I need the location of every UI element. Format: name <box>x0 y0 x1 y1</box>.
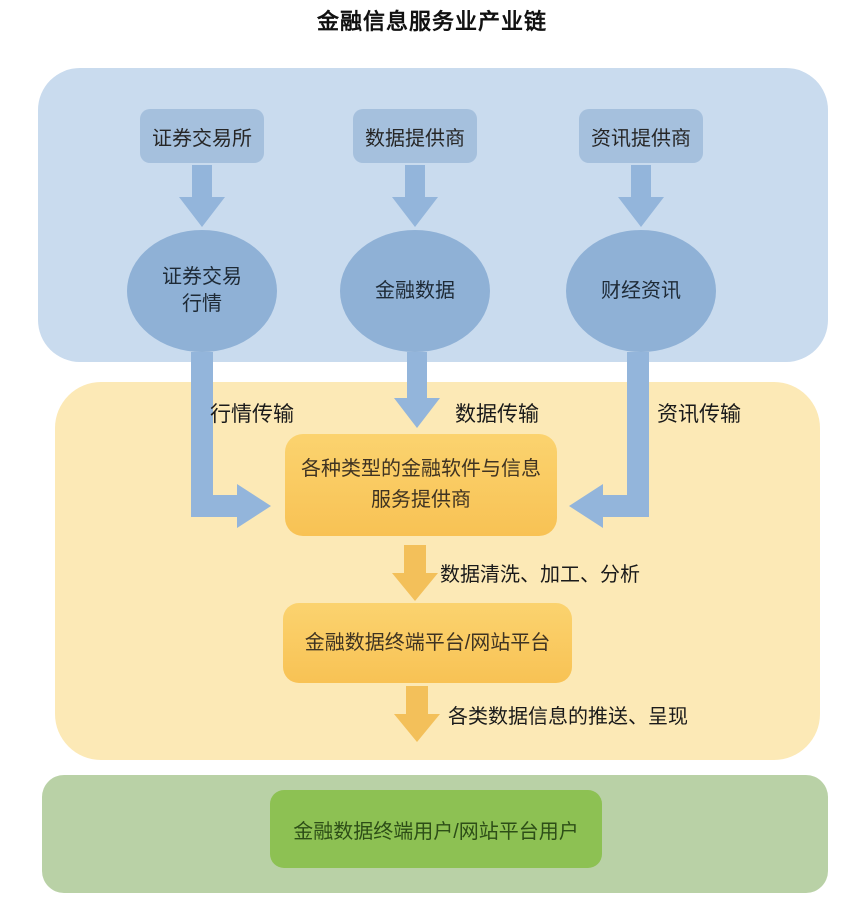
source-box-news-provider-label: 资讯提供商 <box>591 127 691 150</box>
down-arrow-icon <box>618 165 664 227</box>
process-label: 数据清洗、加工、分析 <box>440 564 640 586</box>
flow-label-quotes: 行情传输 <box>210 403 294 426</box>
flow-label-data: 数据传输 <box>455 403 539 426</box>
platform-box: 金融数据终端平台/网站平台 <box>283 603 572 683</box>
user-box: 金融数据终端用户/网站平台用户 <box>270 790 602 868</box>
platform-box-label: 金融数据终端平台/网站平台 <box>304 631 551 654</box>
output-ellipse-financial-data-label: 金融数据 <box>375 279 455 302</box>
flow-arrow-news-icon <box>569 352 649 528</box>
source-box-exchange: 证券交易所 <box>140 109 264 163</box>
flow-arrow-data-icon <box>394 352 440 428</box>
user-box-label: 金融数据终端用户/网站平台用户 <box>293 820 579 843</box>
output-ellipse-financial-data: 金融数据 <box>340 230 490 352</box>
provider-box-label: 各种类型的金融软件与信息 服务提供商 <box>301 458 541 511</box>
output-ellipse-financial-news-label: 财经资讯 <box>601 279 681 302</box>
output-ellipse-market-quotes-label: 证券交易 行情 <box>162 266 242 315</box>
output-ellipse-market-quotes: 证券交易 行情 <box>127 230 277 352</box>
page-title: 金融信息服务业产业链 <box>316 9 547 34</box>
down-arrow-icon <box>179 165 225 227</box>
process-arrow-icon <box>392 545 438 601</box>
source-box-exchange-label: 证券交易所 <box>152 127 252 150</box>
source-box-news-provider: 资讯提供商 <box>579 109 703 163</box>
down-arrow-icon <box>392 165 438 227</box>
flow-arrow-quotes-icon <box>191 352 271 528</box>
flow-label-news: 资讯传输 <box>657 403 741 426</box>
source-box-data-provider: 数据提供商 <box>353 109 477 163</box>
provider-box: 各种类型的金融软件与信息 服务提供商 <box>285 434 557 536</box>
output-ellipse-financial-news: 财经资讯 <box>566 230 716 352</box>
delivery-label: 各类数据信息的推送、呈现 <box>448 706 688 728</box>
source-box-data-provider-label: 数据提供商 <box>365 127 465 150</box>
delivery-arrow-icon <box>394 686 440 742</box>
